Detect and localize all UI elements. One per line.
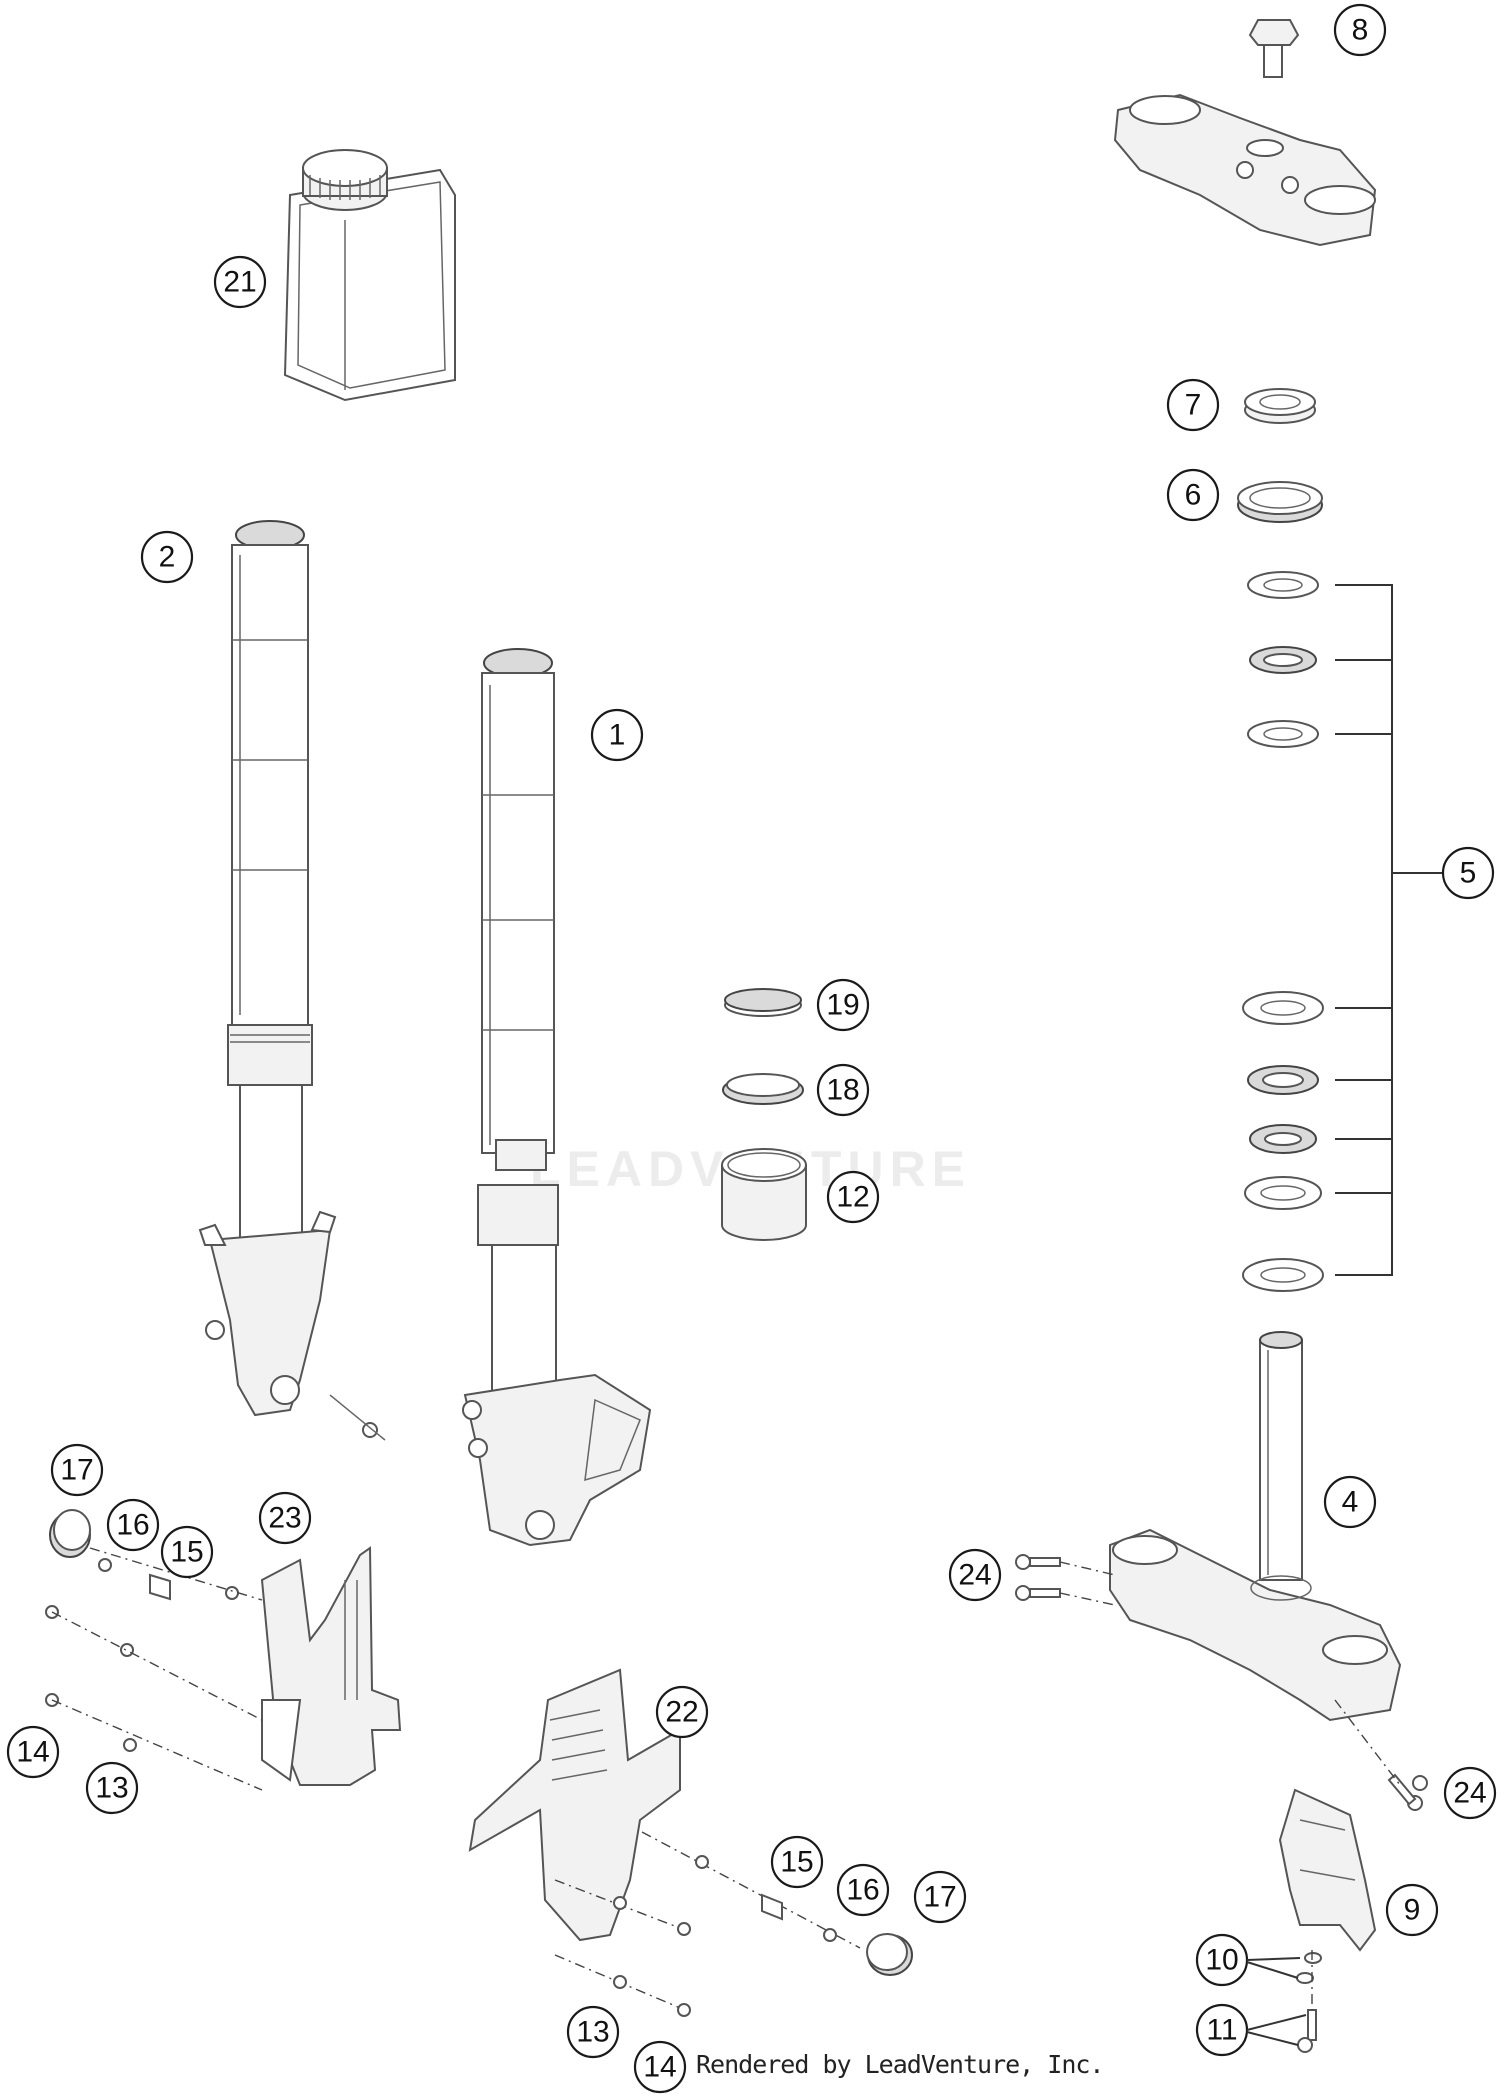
callout-10[interactable]: 10 — [1195, 1933, 1249, 1987]
callout-16-right[interactable]: 16 — [836, 1863, 890, 1917]
fork-guard-22-part — [468, 1668, 681, 1942]
svg-text:15: 15 — [780, 1846, 813, 1879]
bolt-8-part — [1248, 19, 1300, 78]
callout-labels: 1 2 4 5 6 7 8 9 10 11 12 13 13 14 14 15 … — [6, 3, 1497, 2094]
fork-leg-2-part — [198, 520, 386, 1441]
svg-text:21: 21 — [223, 266, 256, 299]
svg-text:22: 22 — [665, 1696, 698, 1729]
callout-14-right[interactable]: 14 — [633, 2040, 687, 2094]
callout-23[interactable]: 23 — [258, 1491, 312, 1545]
svg-text:11: 11 — [1206, 2014, 1237, 2047]
nut-7-part — [1244, 388, 1316, 424]
callout-5[interactable]: 5 — [1441, 846, 1495, 900]
svg-text:24: 24 — [958, 1559, 991, 1592]
callout-15-left[interactable]: 15 — [160, 1525, 214, 1579]
svg-text:7: 7 — [1185, 389, 1202, 422]
svg-text:10: 10 — [1205, 1944, 1238, 1977]
svg-text:4: 4 — [1342, 1486, 1359, 1519]
svg-text:13: 13 — [95, 1772, 128, 1805]
svg-text:13: 13 — [576, 2016, 609, 2049]
callout-12[interactable]: 12 — [826, 1170, 880, 1224]
fork-leg-1-part — [462, 648, 652, 1547]
callout-17-left[interactable]: 17 — [50, 1443, 104, 1497]
callout-13-left[interactable]: 13 — [85, 1761, 139, 1815]
bearing-6-part — [1237, 481, 1323, 523]
left-hardware-part — [45, 1509, 263, 1791]
oil-can-part — [283, 149, 456, 402]
right-hardware-part — [554, 1831, 913, 2017]
clamp-bolts-24-part — [1015, 1554, 1428, 1811]
svg-text:9: 9 — [1404, 1894, 1421, 1927]
dust-seal-18-part — [722, 1073, 804, 1105]
svg-text:17: 17 — [923, 1881, 956, 1914]
callout-17-right[interactable]: 17 — [913, 1870, 967, 1924]
svg-text:6: 6 — [1185, 479, 1202, 512]
svg-text:14: 14 — [16, 1736, 49, 1769]
svg-text:16: 16 — [116, 1509, 149, 1542]
svg-text:8: 8 — [1352, 14, 1369, 47]
svg-text:24: 24 — [1453, 1777, 1486, 1810]
callout-7[interactable]: 7 — [1166, 378, 1220, 432]
svg-text:23: 23 — [268, 1502, 301, 1535]
callout-16-left[interactable]: 16 — [106, 1498, 160, 1552]
callout-24-right[interactable]: 24 — [1443, 1766, 1497, 1820]
svg-text:16: 16 — [846, 1874, 879, 1907]
callout-2[interactable]: 2 — [140, 530, 194, 584]
callout-4[interactable]: 4 — [1323, 1475, 1377, 1529]
callout-22[interactable]: 22 — [655, 1685, 709, 1739]
callout-18[interactable]: 18 — [816, 1063, 870, 1117]
credit-text: Rendered by LeadVenture, Inc. — [696, 2050, 1104, 2079]
svg-text:19: 19 — [826, 989, 859, 1022]
leader-10 — [1246, 1957, 1301, 1979]
svg-text:12: 12 — [836, 1181, 869, 1214]
bushing-12-part — [721, 1148, 807, 1241]
callout-8[interactable]: 8 — [1333, 3, 1387, 57]
screw-11-part — [1297, 1950, 1317, 2053]
callout-19[interactable]: 19 — [816, 978, 870, 1032]
washer-10-part — [1296, 1952, 1322, 1984]
svg-text:17: 17 — [60, 1454, 93, 1487]
callout-1[interactable]: 1 — [590, 708, 644, 762]
seal-19-part — [724, 988, 802, 1017]
callout-11[interactable]: 11 — [1195, 2003, 1249, 2057]
fork-guard-23-part — [260, 1546, 402, 1786]
bearing-set-5-part — [1242, 571, 1443, 1292]
svg-text:18: 18 — [826, 1074, 859, 1107]
callout-14-left[interactable]: 14 — [6, 1725, 60, 1779]
lower-triple-clamp-4-part — [1109, 1331, 1402, 1722]
svg-text:14: 14 — [643, 2051, 676, 2084]
callout-21[interactable]: 21 — [213, 255, 267, 309]
svg-text:5: 5 — [1460, 857, 1477, 890]
upper-triple-clamp-part — [1113, 93, 1377, 247]
svg-text:2: 2 — [159, 541, 176, 574]
callout-15-right[interactable]: 15 — [770, 1835, 824, 1889]
callout-13-right[interactable]: 13 — [566, 2005, 620, 2059]
callout-9[interactable]: 9 — [1385, 1883, 1439, 1937]
svg-text:15: 15 — [170, 1536, 203, 1569]
callout-24-left[interactable]: 24 — [948, 1548, 1002, 1602]
leader-11 — [1246, 2014, 1307, 2046]
callout-6[interactable]: 6 — [1166, 468, 1220, 522]
svg-text:1: 1 — [609, 719, 626, 752]
bracket-9-part — [1278, 1788, 1377, 1952]
